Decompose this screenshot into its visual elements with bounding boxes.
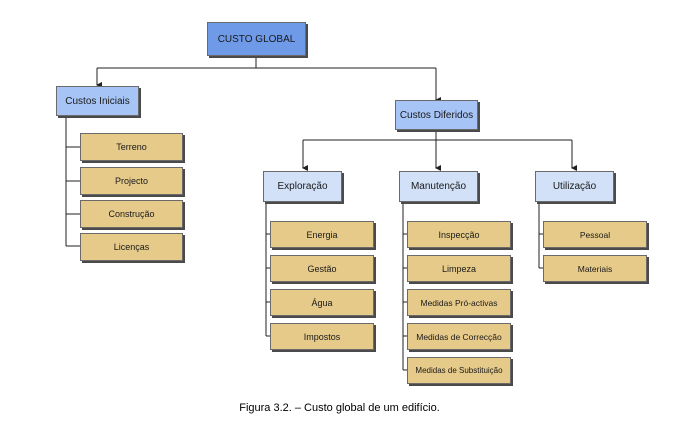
leaf-energia: Energia xyxy=(270,221,374,248)
node-label: Exploração xyxy=(277,181,328,192)
leaf-label: Terreno xyxy=(116,142,147,152)
node-custo-global: CUSTO GLOBAL xyxy=(207,22,306,56)
leaf-gestao: Gestão xyxy=(270,255,374,282)
leaf-construcao: Construção xyxy=(80,200,183,228)
leaf-label: Medidas de Correcção xyxy=(416,331,502,342)
leaf-label: Construção xyxy=(108,209,155,219)
leaf-label: Energia xyxy=(306,229,338,240)
leaf-label: Medidas Pró-activas xyxy=(420,297,498,308)
leaf-inspeccao: Inspecção xyxy=(407,221,511,248)
leaf-terreno: Terreno xyxy=(80,133,183,161)
node-label: Custos Diferidos xyxy=(399,109,474,121)
leaf-label: Inspecção xyxy=(438,229,480,240)
leaf-label: Licenças xyxy=(113,242,150,252)
figure-caption: Figura 3.2. – Custo global de um edifíci… xyxy=(239,402,440,414)
node-label: Custos Iniciais xyxy=(65,95,130,107)
leaf-agua: Água xyxy=(270,289,374,316)
leaf-label: Gestão xyxy=(307,263,337,274)
node-utilizacao: Utilização xyxy=(535,171,614,202)
leaf-label: Limpeza xyxy=(441,263,477,274)
leaf-label: Pessoal xyxy=(579,229,611,240)
node-manutencao: Manutenção xyxy=(399,171,478,202)
leaf-medidas-correccao: Medidas de Correcção xyxy=(407,323,511,350)
leaf-limpeza: Limpeza xyxy=(407,255,511,282)
leaf-label: Medidas de Substituição xyxy=(415,366,503,375)
leaf-label: Projecto xyxy=(114,176,149,186)
leaf-pessoal: Pessoal xyxy=(543,221,647,248)
node-custos-diferidos: Custos Diferidos xyxy=(395,100,478,130)
leaf-medidas-pro-activas: Medidas Pró-activas xyxy=(407,289,511,316)
leaf-label: Água xyxy=(311,297,333,308)
node-label: Manutenção xyxy=(410,181,467,192)
leaf-licencas: Licenças xyxy=(80,233,183,261)
leaf-projecto: Projecto xyxy=(80,167,183,195)
node-label: Utilização xyxy=(552,181,597,192)
leaf-impostos: Impostos xyxy=(270,323,374,350)
leaf-label: Impostos xyxy=(303,331,341,342)
node-custos-iniciais: Custos Iniciais xyxy=(56,86,139,116)
node-exploracao: Exploração xyxy=(263,171,342,202)
leaf-materiais: Materiais xyxy=(543,255,647,282)
node-label: CUSTO GLOBAL xyxy=(217,33,296,45)
leaf-label: Materiais xyxy=(577,263,613,274)
leaf-medidas-substituicao: Medidas de Substituição xyxy=(407,357,511,384)
